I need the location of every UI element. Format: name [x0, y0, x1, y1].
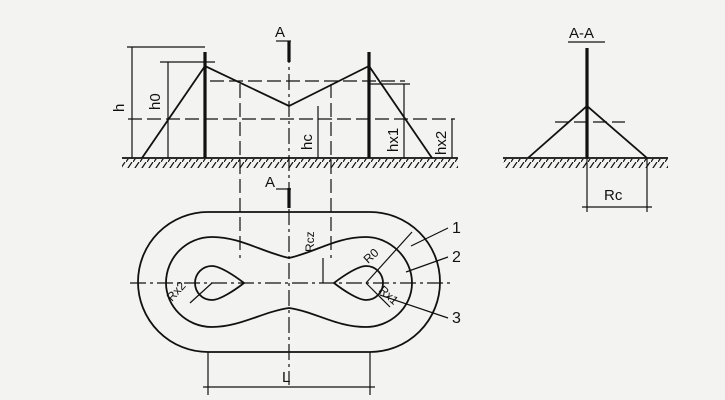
section-ground-hatch: [503, 159, 668, 168]
zone-label-2: 2: [452, 249, 461, 266]
hx1-label: hx1: [385, 128, 402, 152]
length-label: L: [282, 369, 290, 386]
r0-label: R0: [361, 245, 382, 266]
hx2-label: hx2: [433, 131, 450, 155]
zone-label-1: 1: [452, 220, 461, 237]
h-label: h: [111, 104, 128, 112]
zone-inner-left: [194, 265, 246, 301]
rc-label: Rc: [604, 187, 623, 204]
rx1-line: [365, 282, 391, 308]
zone-inner-right: [332, 265, 384, 301]
leader-zone-1: [410, 227, 449, 247]
r0-line: [365, 231, 413, 284]
rx1-label: Rx1: [376, 283, 401, 308]
section-zone-outline: [527, 104, 648, 159]
zone-middle-boundary: [165, 236, 413, 328]
section-label-top: A: [275, 24, 285, 41]
rx2-line: [189, 282, 213, 304]
zone-label-3: 3: [452, 310, 461, 327]
elevation-view: A A h h0 hc hx1 hx2: [111, 24, 458, 385]
rx2-label: Rx2: [164, 279, 189, 304]
h0-label: h0: [147, 93, 164, 110]
plan-view: L Rcz R0 Rx1 Rx2 1 2 3: [130, 160, 461, 395]
hc-label: hc: [299, 134, 316, 150]
rcz-label: Rcz: [303, 231, 317, 252]
ground-hatch: [122, 159, 458, 168]
section-view-title: A-A: [569, 25, 594, 42]
leader-zone-3: [379, 294, 449, 319]
section-label-bottom: A: [265, 174, 275, 191]
leader-zone-2: [405, 256, 449, 273]
section-view: A-A Rc: [503, 25, 668, 212]
